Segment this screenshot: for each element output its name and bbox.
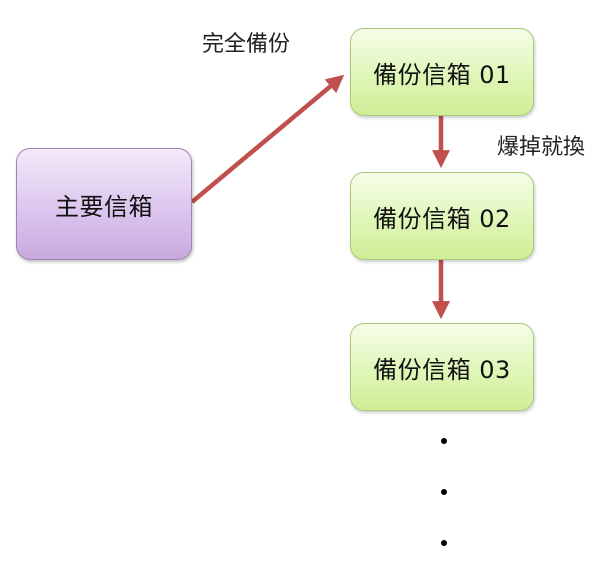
main-mailbox-node: 主要信箱	[16, 148, 192, 260]
backup-mailbox-01-label: 備份信箱 01	[373, 60, 511, 89]
continuation-dot	[441, 489, 447, 495]
main-mailbox-label: 主要信箱	[55, 192, 153, 221]
arrow-main-to-backup1	[190, 74, 345, 204]
backup-mailbox-01-node: 備份信箱 01	[350, 28, 534, 116]
backup-mailbox-02-label: 備份信箱 02	[373, 204, 511, 233]
backup-mailbox-02-node: 備份信箱 02	[350, 172, 534, 260]
continuation-dot	[441, 438, 447, 444]
overflow-switch-label: 爆掉就換	[497, 135, 586, 160]
full-backup-label: 完全備份	[202, 32, 291, 57]
continuation-dot	[441, 540, 447, 546]
backup-mailbox-03-node: 備份信箱 03	[350, 323, 534, 411]
backup-mailbox-03-label: 備份信箱 03	[373, 355, 511, 384]
